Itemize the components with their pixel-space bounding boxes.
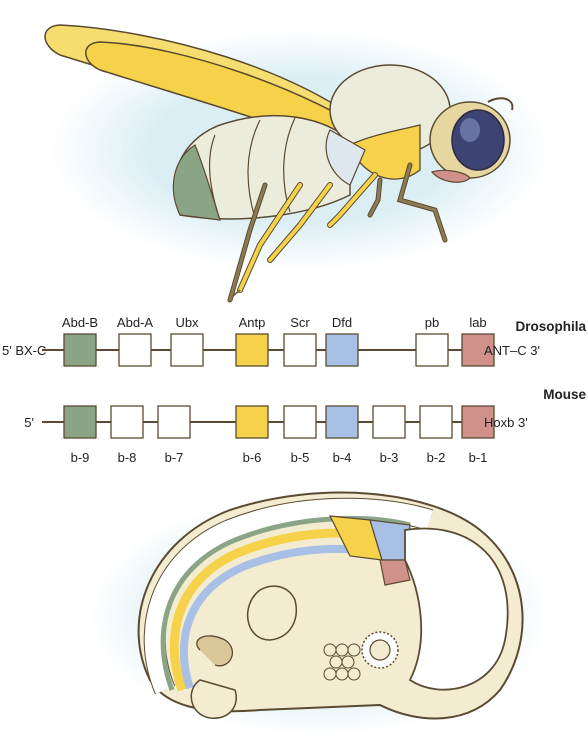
- drosophila-gene-box: [283, 333, 317, 367]
- mouse-gene-box: [372, 405, 406, 439]
- mouse-gene-label: b-5: [291, 450, 310, 465]
- mouse-gene-box: [235, 405, 269, 439]
- mouse-gene-label: b-4: [333, 450, 352, 465]
- mouse-gene-box: [419, 405, 453, 439]
- mouse-gene-label: b-8: [118, 450, 137, 465]
- mouse-gene-box: [325, 405, 359, 439]
- mouse-gene-label: b-2: [427, 450, 446, 465]
- drosophila-gene-label: pb: [425, 315, 439, 330]
- drosophila-gene-label: Abd-A: [117, 315, 153, 330]
- drosophila-gene-label: Scr: [290, 315, 310, 330]
- drosophila-gene-box: [461, 333, 495, 367]
- drosophila-gene-label: Abd-B: [62, 315, 98, 330]
- mouse-gene-box: [461, 405, 495, 439]
- mouse-gene-label: b-3: [380, 450, 399, 465]
- drosophila-gene-box: [63, 333, 97, 367]
- mouse-gene-label: b-1: [469, 450, 488, 465]
- mouse-gene-box: [110, 405, 144, 439]
- mouse-species-label: Mouse: [543, 387, 586, 402]
- drosophila-gene-box: [325, 333, 359, 367]
- embryo-illustration: [90, 491, 550, 735]
- drosophila-left-label: 5' BX-C: [2, 343, 46, 358]
- mouse-gene-label: b-7: [165, 450, 184, 465]
- drosophila-gene-box: [415, 333, 449, 367]
- drosophila-right-label: ANT–C 3': [484, 343, 540, 358]
- mouse-gene-box: [157, 405, 191, 439]
- mouse-gene-box: [283, 405, 317, 439]
- fly-illustration: [44, 24, 550, 303]
- drosophila-gene-label: Ubx: [175, 315, 199, 330]
- mouse-right-label: Hoxb 3': [484, 415, 528, 430]
- gene-maps: Abd-B Abd-A Ubx Antp Scr Dfd pb lab 5' BX-C ANT–C…: [2, 315, 586, 465]
- mouse-gene-label: b-9: [71, 450, 90, 465]
- drosophila-gene-box: [235, 333, 269, 367]
- mouse-left-label: 5': [24, 415, 34, 430]
- drosophila-gene-label: Antp: [239, 315, 266, 330]
- drosophila-gene-label: Dfd: [332, 315, 352, 330]
- drosophila-gene-box: [118, 333, 152, 367]
- drosophila-gene-box: [170, 333, 204, 367]
- mouse-gene-label: b-6: [243, 450, 262, 465]
- mouse-gene-box: [63, 405, 97, 439]
- drosophila-gene-label: lab: [469, 315, 486, 330]
- drosophila-species-label: Drosophila: [515, 319, 586, 334]
